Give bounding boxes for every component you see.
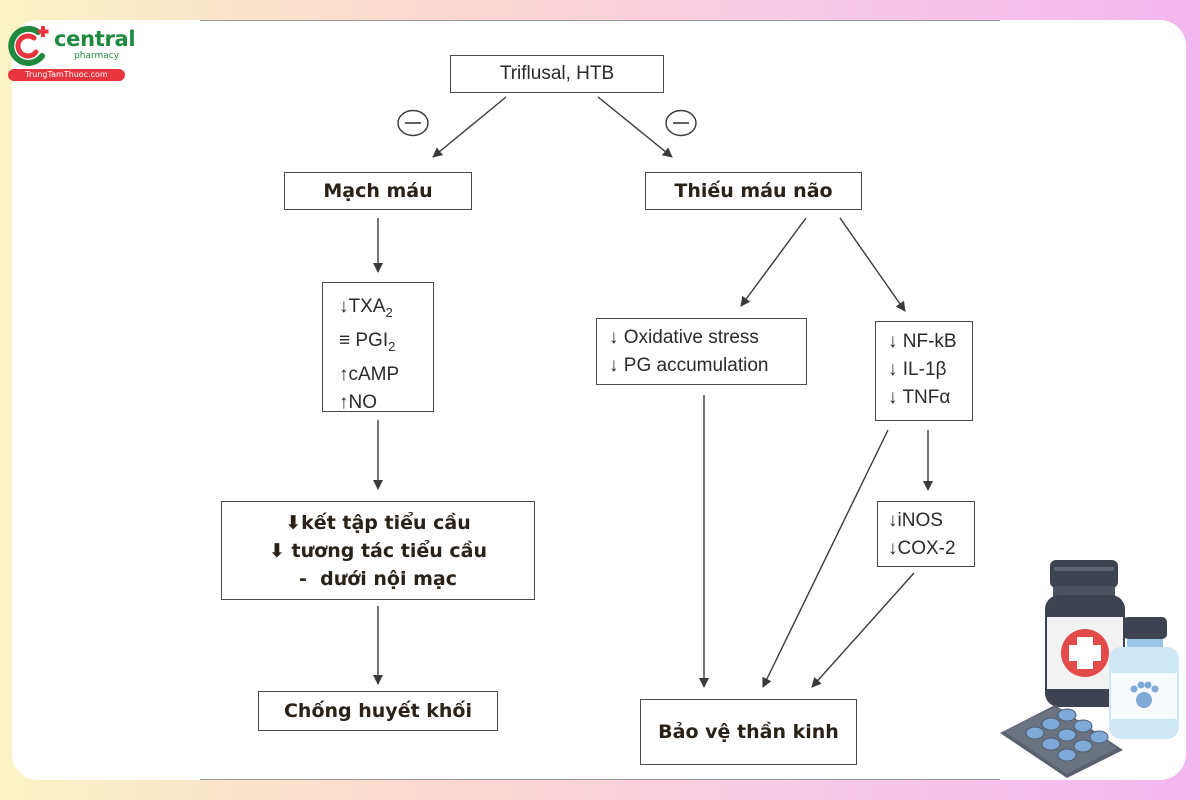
inflammatory-row: ↓ NF-kB bbox=[888, 331, 957, 352]
minus-circle-icon bbox=[665, 109, 697, 137]
content-card bbox=[12, 20, 1186, 780]
enzymes-box: ↓iNOS ↓COX-2 bbox=[877, 501, 975, 567]
oxidative-box: ↓ Oxidative stress ↓ PG accumulation bbox=[596, 318, 807, 385]
logo-site: TrungTamThuoc.com bbox=[8, 69, 125, 81]
source-box: Triflusal, HTB bbox=[450, 55, 664, 93]
vessel-label: Mạch máu bbox=[323, 180, 433, 202]
enzyme-row: ↓COX-2 bbox=[888, 538, 956, 559]
bottom-divider bbox=[200, 779, 1000, 780]
arrow-source-to-ischemia bbox=[597, 96, 673, 158]
arrow-ischemia-to-inflammatory bbox=[839, 217, 906, 312]
arrow-ischemia-to-oxidative bbox=[740, 217, 807, 307]
platelet-effects-box: ⬇kết tập tiểu cầu ⬇ tương tác tiểu cầu -… bbox=[221, 501, 535, 600]
ischemia-box: Thiếu máu não bbox=[645, 172, 862, 210]
arrow-source-to-vessel bbox=[432, 96, 507, 158]
mediator-row: ≡ PGI2 bbox=[339, 329, 396, 354]
effect-line: ⬇ tương tác tiểu cầu bbox=[269, 540, 487, 562]
medicine-illustration-icon bbox=[1000, 560, 1179, 778]
inflammatory-row: ↓ IL-1β bbox=[888, 359, 947, 380]
central-pharmacy-logo-icon bbox=[8, 25, 49, 66]
source-label: Triflusal, HTB bbox=[499, 63, 615, 84]
inflammatory-box: ↓ NF-kB ↓ IL-1β ↓ TNFα bbox=[875, 321, 973, 421]
oxidative-row: ↓ PG accumulation bbox=[609, 355, 769, 376]
arrow-enzymes-to-neuroprotection bbox=[811, 572, 915, 688]
effect-line: ⬇kết tập tiểu cầu bbox=[285, 512, 471, 534]
neuroprotection-label: Bảo vệ thần kinh bbox=[658, 721, 839, 743]
vessel-box: Mạch máu bbox=[284, 172, 472, 210]
logo-name: central bbox=[54, 27, 136, 51]
oxidative-row: ↓ Oxidative stress bbox=[609, 327, 759, 348]
mediator-row: ↓TXA2 bbox=[339, 296, 393, 320]
ischemia-label: Thiếu máu não bbox=[674, 180, 833, 202]
inflammatory-row: ↓ TNFα bbox=[888, 387, 951, 408]
enzyme-row: ↓iNOS bbox=[888, 510, 943, 531]
antithrombotic-label: Chống huyết khối bbox=[283, 700, 472, 722]
neuroprotection-box: Bảo vệ thần kinh bbox=[640, 699, 857, 765]
logo-subtitle: pharmacy bbox=[74, 51, 120, 61]
antithrombotic-box: Chống huyết khối bbox=[258, 691, 498, 731]
minus-circle-icon bbox=[397, 109, 429, 137]
effect-line: - dưới nội mạc bbox=[298, 568, 457, 590]
mediator-row: ↑cAMP bbox=[339, 363, 400, 385]
mediators-box: ↓TXA2 ≡ PGI2 ↑cAMP ↑NO bbox=[322, 282, 434, 413]
top-divider bbox=[200, 20, 1000, 21]
arrow-inflammatory-to-neuroprotection bbox=[762, 429, 889, 688]
mediator-row: ↑NO bbox=[339, 391, 377, 413]
brand-logo[interactable]: central pharmacy TrungTamThuoc.com bbox=[8, 24, 136, 84]
